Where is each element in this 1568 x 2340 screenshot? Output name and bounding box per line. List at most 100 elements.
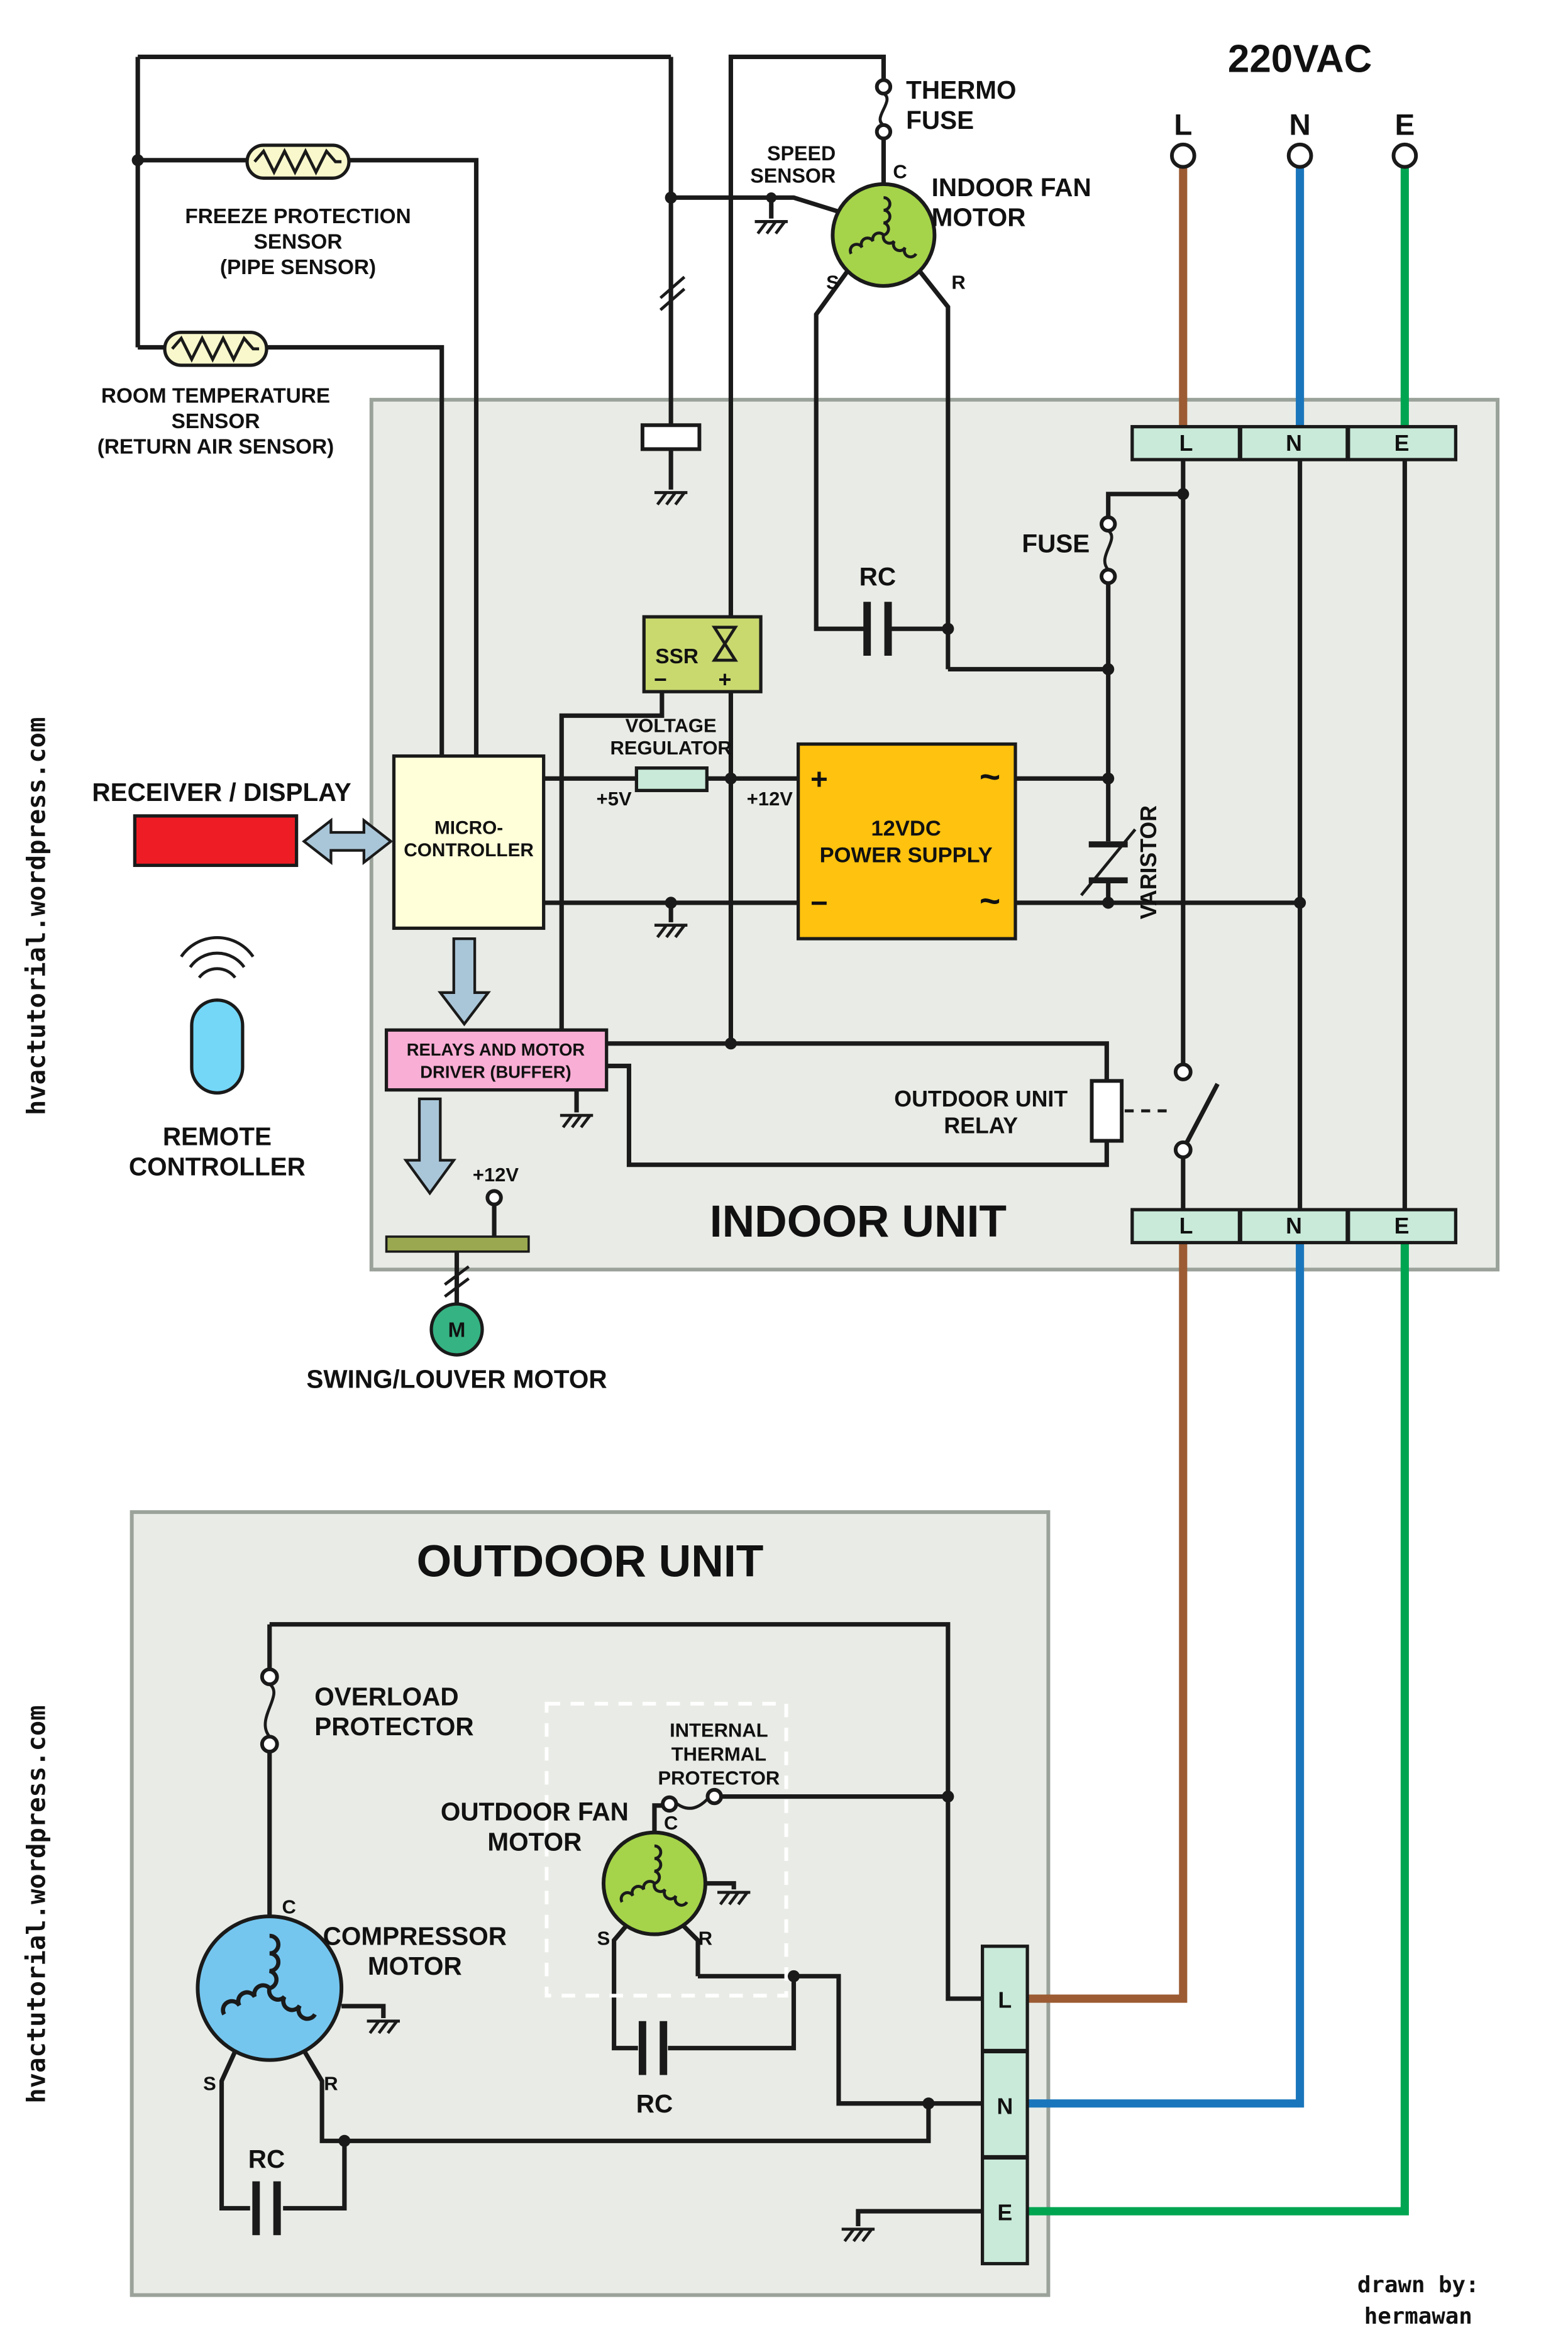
terminal-n: N [997,2094,1013,2119]
terminal-e: E [1394,1213,1410,1239]
watermark-text-top: hvactutorial.wordpress.com [21,717,51,1115]
terminal-e: E [1394,431,1410,456]
relays-driver: RELAYS AND MOTOR DRIVER (BUFFER) [384,1028,609,1092]
pin-label-s: S [826,272,839,294]
overload-label: PROTECTOR [314,1712,473,1741]
compressor-motor: C S R COMPRESSOR MOTOR [196,1896,507,2094]
thermo-fuse: THERMO FUSE [875,75,1017,141]
micro-label: CONTROLLER [404,840,534,861]
micro-to-relays-arrow-icon [437,937,491,1027]
terminal-l: L [1179,1213,1193,1239]
ssr-minus: − [654,667,667,692]
terminal-n: N [1286,431,1302,456]
voltage-regulator: VOLTAGE REGULATOR +5V +12V [597,714,793,810]
credit: drawn by: hermawan [1357,2272,1479,2329]
supply-terminal-l [1169,142,1196,169]
outdoor-fan-label: MOTOR [487,1827,582,1856]
outdoor-unit-relay: OUTDOOR UNIT RELAY [894,1062,1220,1159]
swing-motor-body [429,1302,484,1357]
speed-sensor-label: SPEED [767,142,836,165]
vreg-label: REGULATOR [610,737,732,759]
v5-label: +5V [597,788,632,810]
micro-label: MICRO- [434,817,503,838]
swing-louver-motor: +12V M SWING/LOUVER MOTOR [306,1164,607,1394]
power-supply-box [797,742,1017,941]
swing-motor-label: SWING/LOUVER MOTOR [306,1364,607,1393]
outdoor-relay-label: OUTDOOR UNIT [894,1086,1068,1112]
relays-label: RELAYS AND MOTOR [407,1040,585,1059]
receiver-box [133,814,299,868]
power-supply: 12VDC POWER SUPPLY + − ~ ~ [797,742,1017,941]
outdoor-terminal-strip: L N E [981,1945,1029,2266]
outdoor-unit-box [130,1510,1051,2297]
freeze-sensor-label: SENSOR [254,230,343,253]
itp-label: INTERNAL [670,1719,768,1741]
swing-v12-label: +12V [473,1164,519,1186]
ssr-plus: + [718,667,731,692]
compressor-label: COMPRESSOR [323,1921,507,1950]
indoor-fan-motor: C S R INDOOR FAN MOTOR [826,160,1091,293]
compressor-rc-capacitor: RC [248,2144,285,2236]
supply-section: 220VAC L N E [1169,37,1418,427]
speed-sensor-label: SENSOR [750,165,836,187]
credit-line1: drawn by: [1357,2272,1479,2298]
compressor-label: MOTOR [368,1951,462,1980]
indoor-fan-label: INDOOR FAN [932,173,1091,202]
psu-plus: + [810,763,828,796]
watermark: hvactutorial.wordpress.com hvactutorial.… [21,717,51,2104]
relays-to-swing-arrow-icon [403,1097,456,1196]
bidirectional-arrow-icon [302,817,394,866]
vreg-label: VOLTAGE [626,714,717,736]
relay-coil [1090,1079,1124,1143]
vreg-box [634,766,709,792]
pin-label-c: C [893,160,907,182]
ssr-label: SSR [655,645,698,668]
overload-label: OVERLOAD [314,1682,458,1711]
neutral-wire-bottom [1027,1242,1305,2108]
ssr: SSR − + [642,615,763,693]
internal-thermal-protector: INTERNAL THERMAL PROTECTOR [544,1701,788,1998]
itp-label: PROTECTOR [658,1767,780,1789]
terminal-l: L [998,1987,1012,2012]
indoor-terminal-strip-bottom: L N E [1130,1208,1457,1245]
indoor-terminal-strip-top: L N E [1130,425,1457,461]
watermark-text-bottom: hvactutorial.wordpress.com [21,1705,51,2103]
supply-n-label: N [1289,108,1310,141]
thermo-fuse-label: FUSE [906,106,974,135]
overload-protector: OVERLOAD PROTECTOR [260,1667,474,1754]
ground-icon [755,221,788,233]
speed-sensor: SPEED SENSOR [750,142,836,187]
credit-line2: hermawan [1364,2304,1472,2329]
remote-label: CONTROLLER [129,1152,306,1181]
outdoor-unit-title: OUTDOOR UNIT [417,1537,764,1587]
indoor-unit-title: INDOOR UNIT [710,1196,1007,1247]
supply-terminal-e [1391,142,1418,169]
supply-l-label: L [1174,108,1192,141]
swing-connector-bar [385,1235,530,1253]
terminal-e: E [997,2200,1012,2225]
indoor-rc-capacitor: RC [859,562,896,656]
sensor-connector [640,423,702,451]
psu-ac-top: ~ [980,757,1000,797]
receiver-display: RECEIVER / DISPLAY [92,778,394,868]
supply-e-label: E [1394,108,1415,141]
interunit-cables [1027,1242,1409,2216]
thermo-fuse-label: THERMO [906,75,1016,104]
remote-controller: REMOTE CONTROLLER [129,935,306,1181]
pin-label-r: R [324,2072,338,2094]
supply-terminal-n [1286,142,1313,169]
terminal-n: N [1286,1213,1302,1239]
rc-label: RC [636,2089,673,2118]
indoor-fan-label: MOTOR [932,203,1026,232]
freeze-sensor-label: FREEZE PROTECTION [185,205,411,228]
v12-label: +12V [747,788,793,810]
psu-label: 12VDC [871,817,941,841]
swing-motor-m: M [448,1319,466,1342]
psu-label: POWER SUPPLY [820,844,993,868]
relays-label: DRIVER (BUFFER) [420,1062,571,1082]
junction-dots [131,154,1306,2147]
receiver-label: RECEIVER / DISPLAY [92,778,351,807]
freeze-protection-sensor: FREEZE PROTECTION SENSOR (PIPE SENSOR) [185,143,411,279]
varistor: VARISTOR [1079,805,1161,919]
